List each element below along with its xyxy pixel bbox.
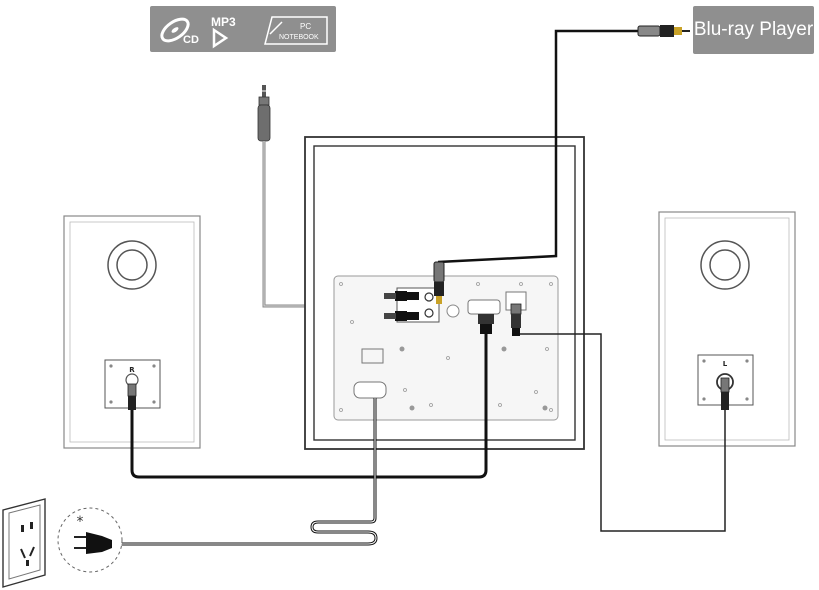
mp3-play-icon xyxy=(212,27,229,49)
mp3-label: MP3 xyxy=(211,15,236,29)
bluray-player-badge: Blu-ray Player xyxy=(693,6,814,54)
rca-plugs xyxy=(384,291,419,321)
left-out-plug xyxy=(510,303,522,336)
bluray-player-label: Blu-ray Player xyxy=(693,19,814,40)
wall-outlet-icon xyxy=(2,498,46,588)
outlet-note-mark: * xyxy=(77,514,84,530)
notebook-icon xyxy=(264,16,328,45)
source-badges: CD MP3 PC NOTEBOOK xyxy=(150,6,336,52)
speaker-left-label: L xyxy=(723,360,728,368)
bluray-optical-plug xyxy=(637,25,690,37)
cd-disc-icon xyxy=(160,17,190,43)
cd-label: CD xyxy=(183,34,199,46)
speaker-left xyxy=(658,211,796,447)
speaker-right-label: R xyxy=(129,366,135,374)
notebook-label: NOTEBOOK xyxy=(279,34,319,41)
subwoofer xyxy=(304,136,585,450)
db-plug xyxy=(478,314,494,334)
audio-jack-icon xyxy=(257,85,271,142)
power-plug-icon xyxy=(74,532,112,554)
speaker-cable-right xyxy=(130,334,488,479)
optical-cable xyxy=(437,29,638,264)
speaker-cable-left xyxy=(515,333,726,532)
pc-label: PC xyxy=(300,22,311,31)
speaker-right xyxy=(63,215,201,449)
optical-plug-icon xyxy=(433,261,445,304)
